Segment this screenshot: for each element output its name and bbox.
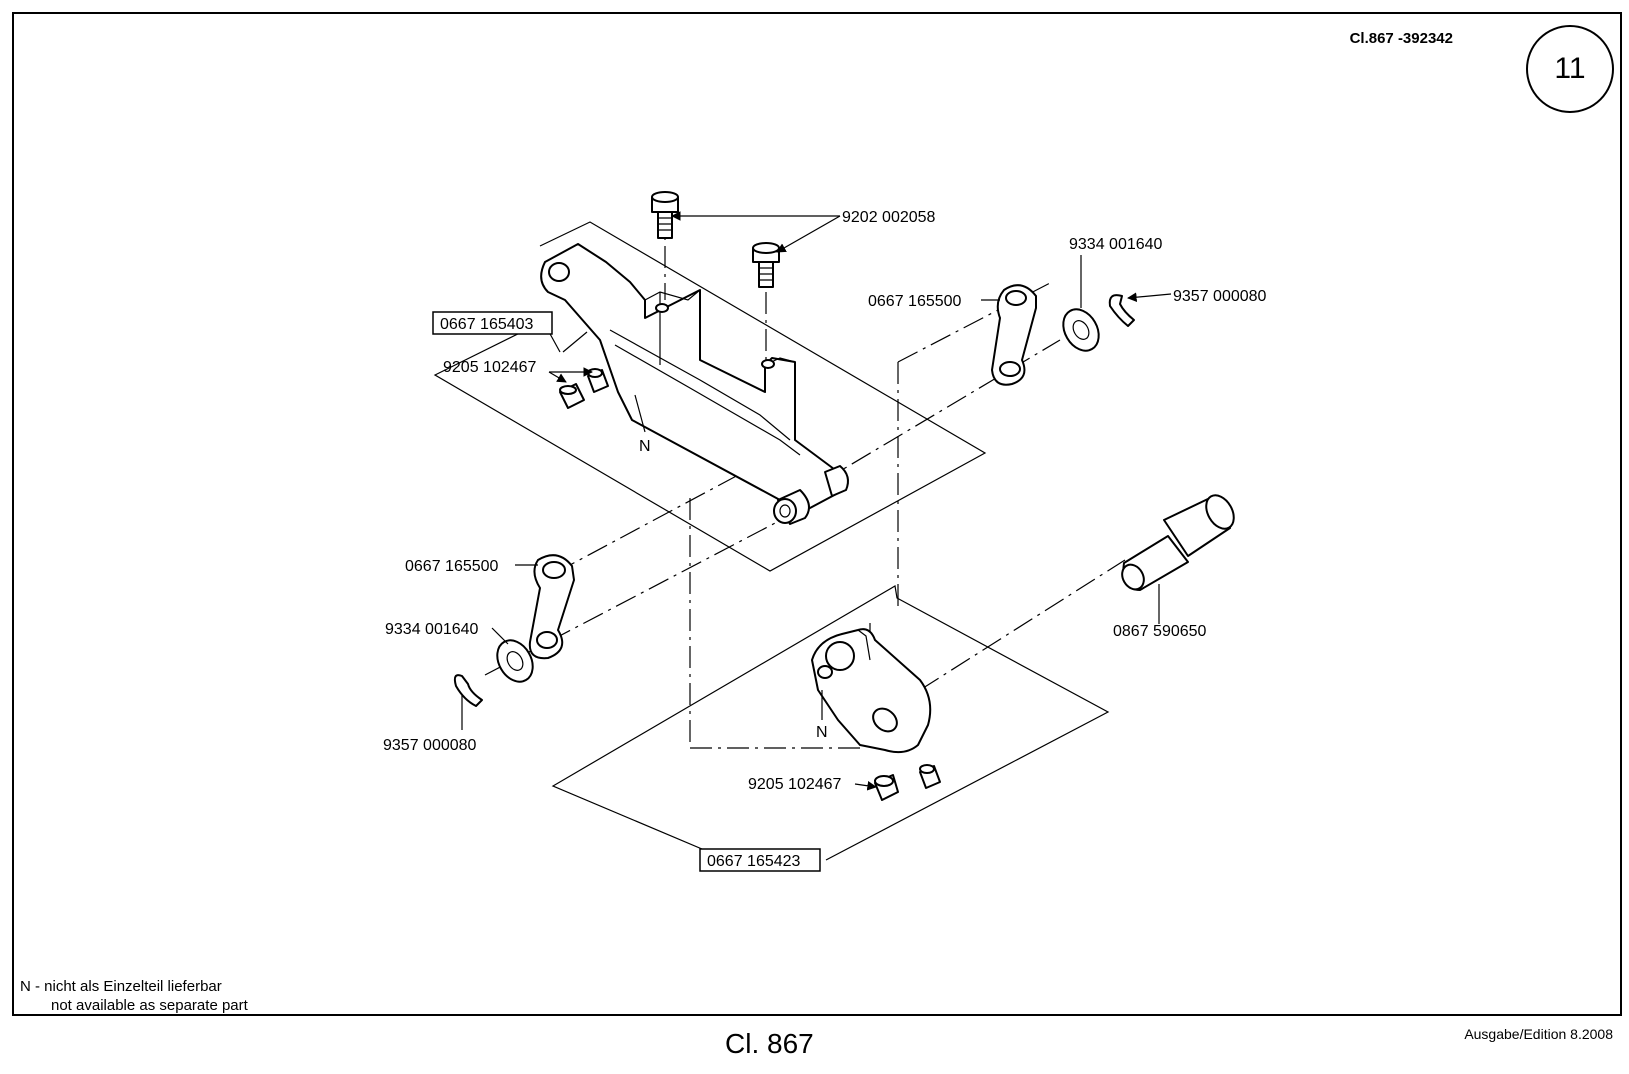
lower-block-part [812,629,930,752]
set-screw-icon-upper [560,369,608,408]
label-link-right: 0667 165500 [868,293,962,310]
upper-bracket-part [541,244,848,524]
screw-icon-upper-right [753,243,779,287]
label-n-upper: N [639,438,651,455]
link-left-part [530,555,574,658]
clip-left-part [455,675,482,706]
label-screw-top: 9202 002058 [842,209,936,226]
label-washer-left: 9334 001640 [385,621,479,638]
document-code: Cl.867 -392342 [1350,30,1453,47]
label-clip-left: 9357 000080 [383,737,477,754]
edition-info: Ausgabe/Edition 8.2008 [1464,1026,1613,1042]
label-assembly-lower: 0667 165423 [707,853,801,870]
bottom-title: Cl. 867 [725,1028,814,1060]
washer-right-part [1056,303,1106,357]
label-n-lower: N [816,724,828,741]
label-clip-right: 9357 000080 [1173,288,1267,305]
page-number-badge: 11 [1526,25,1614,113]
assembly-outline-lower [553,586,1108,860]
label-washer-right: 9334 001640 [1069,236,1163,253]
part-labels: 9202 002058 0667 165403 9205 102467 N 06… [383,209,1267,871]
set-screw-icon-lower [875,765,940,800]
label-set-screw-upper: 9205 102467 [443,359,537,376]
page-number: 11 [1554,52,1585,86]
clip-right-part [1110,295,1134,326]
footnote-english: not available as separate part [20,996,248,1015]
label-link-left: 0667 165500 [405,558,499,575]
footnote: N - nicht als Einzelteil lieferbar not a… [20,977,248,1015]
label-assembly-upper: 0667 165403 [440,316,534,333]
footnote-german: N - nicht als Einzelteil lieferbar [20,978,222,995]
label-pin: 0867 590650 [1113,623,1207,640]
pin-part [1118,490,1240,593]
label-set-screw-lower: 9205 102467 [748,776,842,793]
screw-icon-upper-left [652,192,678,238]
